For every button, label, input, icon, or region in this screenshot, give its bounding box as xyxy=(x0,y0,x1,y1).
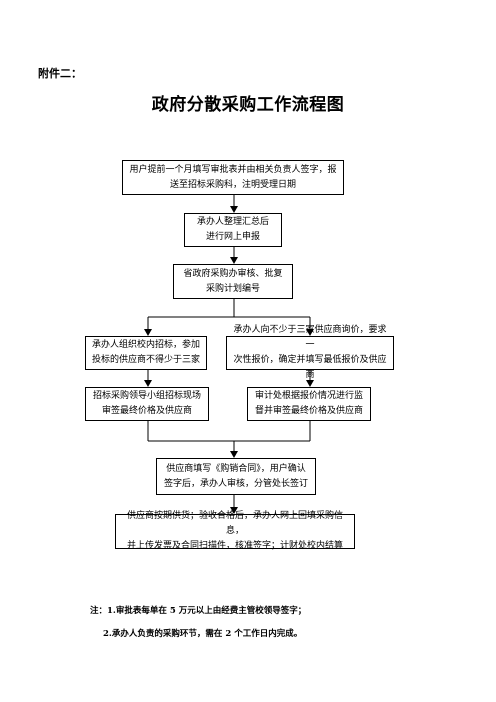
step2-line2: 进行网上申报 xyxy=(205,232,260,242)
right-b-line1: 审计处根据报价情况进行监 xyxy=(254,391,363,401)
left-a-line1: 承办人组织校内招标，参加 xyxy=(91,340,200,350)
step7-line1: 供应商按期供货；验收合格后，承办人网上回填采购信息， xyxy=(126,511,343,536)
note-line-2: 2.承办人负责的采购环节，需在 2 个工作日内完成。 xyxy=(103,629,303,639)
flow-step-online-declaration: 承办人整理汇总后进行网上申报 xyxy=(184,213,282,247)
flow-step-campus-tender: 承办人组织校内招标，参加投标的供应商不得少于三家 xyxy=(85,336,207,370)
step3-line1: 省政府采购办审核、批复 xyxy=(183,268,283,279)
left-b-line1: 招标采购领导小组招标现场 xyxy=(92,391,201,401)
flow-step-contract-signing: 供应商填写《购销合同》，用户确认签字后，承办人审核，分管处长签订 xyxy=(156,458,316,495)
page-title: 政府分散采购工作流程图 xyxy=(151,95,345,115)
flow-step-tender-group-approval: 招标采购领导小组招标现场审签最终价格及供应商 xyxy=(85,387,209,421)
step6-line2: 签字后，承办人审核，分管处长签订 xyxy=(163,478,308,489)
flow-step-audit-supervision: 审计处根据报价情况进行监督并审签最终价格及供应商 xyxy=(247,387,371,421)
step6-line1: 供应商填写《购销合同》，用户确认 xyxy=(166,463,306,474)
step3-line2: 采购计划编号 xyxy=(205,283,260,294)
attachment-label: 附件二： xyxy=(38,67,82,80)
step2-line1: 承办人整理汇总后 xyxy=(196,217,269,227)
left-a-line2: 投标的供应商不得少于三家 xyxy=(91,355,200,365)
flow-step-provincial-review: 省政府采购办审核、批复采购计划编号 xyxy=(173,264,293,299)
right-a-line2: 次性报价，确定并填写最低报价及供应商 xyxy=(233,355,387,380)
flow-step-delivery-settlement: 供应商按期供货；验收合格后，承办人网上回填采购信息， 并上传发票及合同扫描件，核准… xyxy=(115,511,355,551)
flow-step-price-inquiry: 承办人向不少于三家供应商询价，要求一次性报价，确定并填写最低报价及供应商 xyxy=(226,325,394,380)
step1-line1: 用户提前一个月填写审批表并由相关负责人签字，报 xyxy=(129,164,337,175)
step1-line2: 送至招标采购科，注明受理日期 xyxy=(169,179,296,190)
left-b-line2: 审签最终价格及供应商 xyxy=(101,406,192,416)
right-a-line1: 承办人向不少于三家供应商询价，要求一 xyxy=(233,325,387,350)
right-b-line2: 督并审签最终价格及供应商 xyxy=(254,406,363,416)
note-line-1: 注：1.审批表每单在 5 万元以上由经费主管校领导签字； xyxy=(90,606,307,616)
step7-line2: 并上传发票及合同扫描件，核准签字；计财处校内结算 xyxy=(126,541,343,551)
flow-step-user-application: 用户提前一个月填写审批表并由相关负责人签字，报送至招标采购科，注明受理日期 xyxy=(122,160,344,195)
